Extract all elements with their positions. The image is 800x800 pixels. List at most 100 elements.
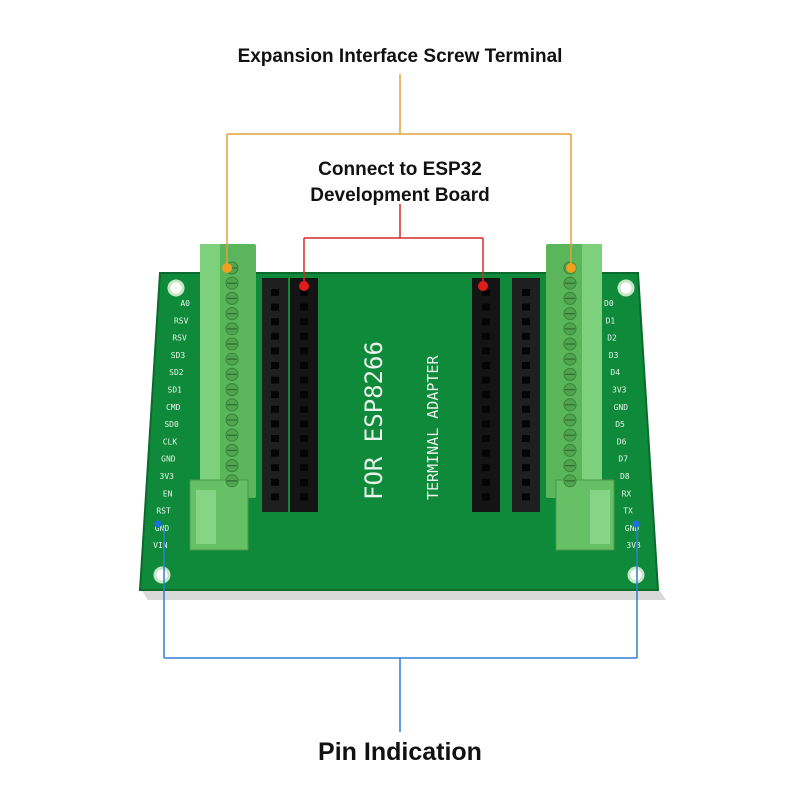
caption-pin-indication: Pin Indication bbox=[318, 738, 482, 766]
mounting-hole bbox=[627, 566, 645, 584]
pin-label-left: RSV bbox=[172, 334, 187, 343]
pin-label-left: SD0 bbox=[164, 420, 179, 429]
callout-dot-red bbox=[299, 281, 309, 291]
header-socket bbox=[300, 376, 308, 384]
header-socket bbox=[271, 478, 279, 486]
pin-label-right: 3V3 bbox=[612, 386, 627, 395]
pin-label-left: CLK bbox=[163, 437, 178, 446]
header-socket bbox=[482, 493, 490, 501]
pin-label-left: RST bbox=[156, 507, 171, 516]
header-socket bbox=[300, 493, 308, 501]
pin-label-left: SD3 bbox=[171, 351, 186, 360]
header-socket bbox=[300, 405, 308, 413]
header-socket bbox=[522, 478, 530, 486]
pin-label-left: GND bbox=[155, 524, 170, 533]
header-socket bbox=[300, 362, 308, 369]
header-socket bbox=[300, 347, 308, 355]
mounting-hole bbox=[617, 279, 635, 297]
header-socket bbox=[271, 376, 279, 384]
female-headers bbox=[262, 278, 540, 512]
header-socket bbox=[300, 318, 308, 326]
header-socket bbox=[482, 303, 490, 311]
header-socket bbox=[271, 318, 279, 326]
caption-screw-terminal: Expansion Interface Screw Terminal bbox=[237, 46, 563, 67]
left-screw-terminal bbox=[189, 244, 256, 551]
right-screw-terminal bbox=[546, 244, 615, 551]
caption-connect-esp32: Connect to ESP32 Development Board bbox=[0, 157, 800, 209]
callout-pin-indication bbox=[163, 528, 638, 732]
header-socket bbox=[300, 289, 308, 296]
header-socket bbox=[482, 464, 490, 472]
pin-label-left: A0 bbox=[180, 299, 190, 308]
header-socket bbox=[482, 332, 490, 340]
header-socket bbox=[271, 449, 279, 457]
header-socket bbox=[482, 376, 490, 384]
header-socket bbox=[482, 289, 490, 296]
silkscreen-for-esp8266: FOR ESP8266 bbox=[360, 341, 388, 500]
header-socket bbox=[271, 405, 279, 413]
pin-label-right: D0 bbox=[604, 299, 614, 308]
header-socket bbox=[271, 332, 279, 340]
silkscreen-terminal-adapter: TERMINAL ADAPTER bbox=[424, 355, 442, 500]
header-socket bbox=[522, 405, 530, 413]
header-socket bbox=[300, 332, 308, 340]
pin-label-right: GND bbox=[614, 403, 629, 412]
header-socket bbox=[482, 391, 490, 399]
header-socket bbox=[271, 420, 279, 428]
pin-label-right: D3 bbox=[609, 351, 619, 360]
header-socket bbox=[482, 449, 490, 457]
pin-label-right: D4 bbox=[610, 368, 620, 377]
pin-label-right: D8 bbox=[620, 472, 630, 481]
header-socket bbox=[522, 289, 530, 296]
mounting-holes bbox=[153, 279, 645, 584]
header-socket bbox=[522, 347, 530, 355]
callout-dot-orange bbox=[222, 263, 232, 273]
pin-label-left: SD1 bbox=[168, 386, 183, 395]
pin-label-right: D7 bbox=[618, 455, 628, 464]
mounting-hole bbox=[167, 279, 185, 297]
pin-label-left: 3V3 bbox=[160, 472, 175, 481]
header-socket bbox=[271, 435, 279, 442]
pin-label-left: RSV bbox=[174, 316, 189, 325]
header-socket bbox=[522, 391, 530, 399]
header-socket bbox=[271, 464, 279, 472]
header-socket bbox=[271, 303, 279, 311]
pin-label-left: GND bbox=[161, 455, 176, 464]
header-socket bbox=[271, 289, 279, 296]
pin-label-right: RX bbox=[622, 489, 632, 498]
header-socket bbox=[271, 493, 279, 501]
header-socket bbox=[271, 347, 279, 355]
header-socket bbox=[522, 318, 530, 326]
caption-connect-line1: Connect to ESP32 bbox=[318, 159, 482, 180]
pin-label-right: GND bbox=[625, 524, 640, 533]
header-socket bbox=[300, 391, 308, 399]
header-socket bbox=[300, 478, 308, 486]
header-socket bbox=[522, 464, 530, 472]
header-socket bbox=[522, 449, 530, 457]
pin-label-left: SD2 bbox=[169, 368, 184, 377]
callout-screw-terminal bbox=[226, 74, 572, 266]
pin-label-left: EN bbox=[163, 489, 173, 498]
mounting-hole bbox=[153, 566, 171, 584]
pin-label-left: VIN bbox=[153, 541, 168, 550]
header-socket bbox=[482, 318, 490, 326]
header-socket bbox=[300, 303, 308, 311]
header-socket bbox=[522, 493, 530, 501]
header-socket bbox=[300, 449, 308, 457]
header-socket bbox=[271, 362, 279, 369]
pin-label-right: D5 bbox=[615, 420, 625, 429]
header-socket bbox=[522, 376, 530, 384]
pin-label-left: CMD bbox=[166, 403, 181, 412]
header-socket bbox=[482, 405, 490, 413]
header-socket bbox=[482, 362, 490, 369]
header-socket bbox=[482, 478, 490, 486]
pin-label-right: 3V3 bbox=[626, 541, 641, 550]
header-socket bbox=[482, 435, 490, 442]
callout-dot-blue bbox=[632, 520, 640, 528]
pin-label-right: D1 bbox=[606, 316, 616, 325]
pin-label-right: TX bbox=[623, 507, 633, 516]
header-socket bbox=[522, 420, 530, 428]
header-socket bbox=[300, 464, 308, 472]
